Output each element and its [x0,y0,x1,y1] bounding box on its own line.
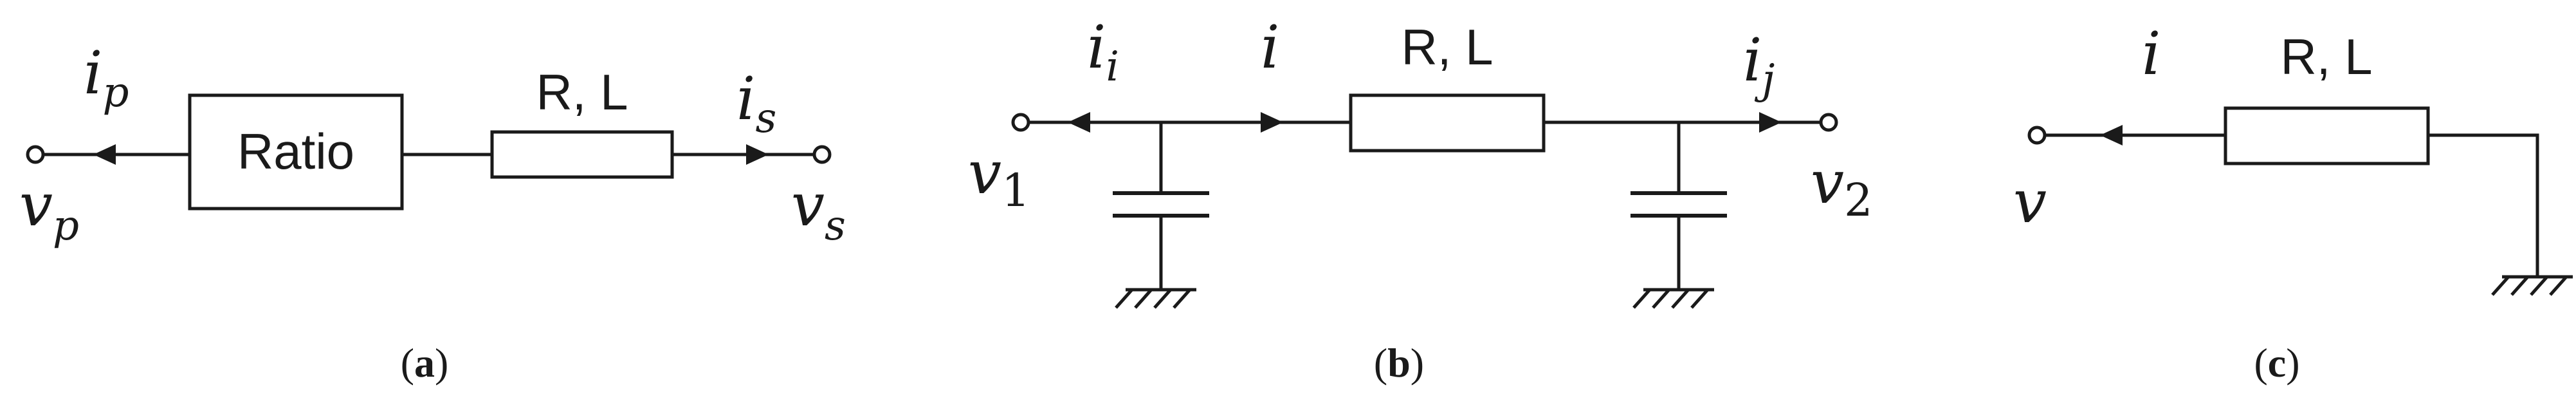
panel-c-impedance-box [2224,106,2430,165]
panel-b: R, L [968,13,1873,386]
panel-c-current-arrow-icon [2100,125,2123,145]
panel-b-current-mid-label: i [1261,13,1279,82]
panel-c-voltage-label: v [2013,167,2047,236]
panel-a-current-primary-label: ip [84,39,129,117]
panel-b-current-mid-arrow-icon [1261,112,1283,133]
panel-b-impedance-box [1349,93,1546,153]
panel-a-current-primary-arrow-icon [93,144,116,165]
panel-b-ground-left-icon [1115,288,1196,309]
panel-b-current-i-label: ii [1087,13,1119,91]
panel-b-current-j-arrow-icon [1759,112,1782,133]
panel-b-voltage-1-label: v1 [968,138,1030,217]
panel-b-current-i-arrow-icon [1068,112,1090,133]
panel-b-ground-right-icon [1632,288,1714,309]
panel-b-terminal-2 [1819,113,1838,132]
ratio-transformer-box [188,93,404,211]
panel-a-current-secondary-label: is [736,64,776,142]
panel-a: Ratio R, L ip is vp vs (a) [19,39,846,386]
ratio-transformer-label: Ratio [237,123,354,180]
panel-a-terminal-secondary [812,145,832,164]
panel-c-caption: (c) [2254,340,2299,386]
panel-b-voltage-2-label: v2 [1811,148,1873,227]
panel-b-terminal-1 [1011,113,1030,132]
panel-a-impedance-box [490,130,674,179]
panel-a-current-secondary-arrow-icon [746,144,769,165]
panel-c-impedance-label: R, L [2280,28,2372,85]
panel-c-ground-icon [2491,275,2573,296]
panel-c-terminal [2027,126,2047,145]
panel-a-impedance-label: R, L [536,64,628,120]
panel-a-caption: (a) [401,340,449,386]
panel-c-current-label: i [2142,19,2160,88]
panel-b-caption: (b) [1374,340,1424,386]
panel-b-impedance-label: R, L [1401,19,1493,75]
panel-a-terminal-primary [26,145,45,164]
panel-b-current-j-label: ij [1743,26,1775,104]
panel-c: R, L i v (c) [2013,19,2573,386]
panel-a-voltage-secondary-label: vs [791,171,846,250]
panel-a-voltage-primary-label: vp [19,171,79,250]
